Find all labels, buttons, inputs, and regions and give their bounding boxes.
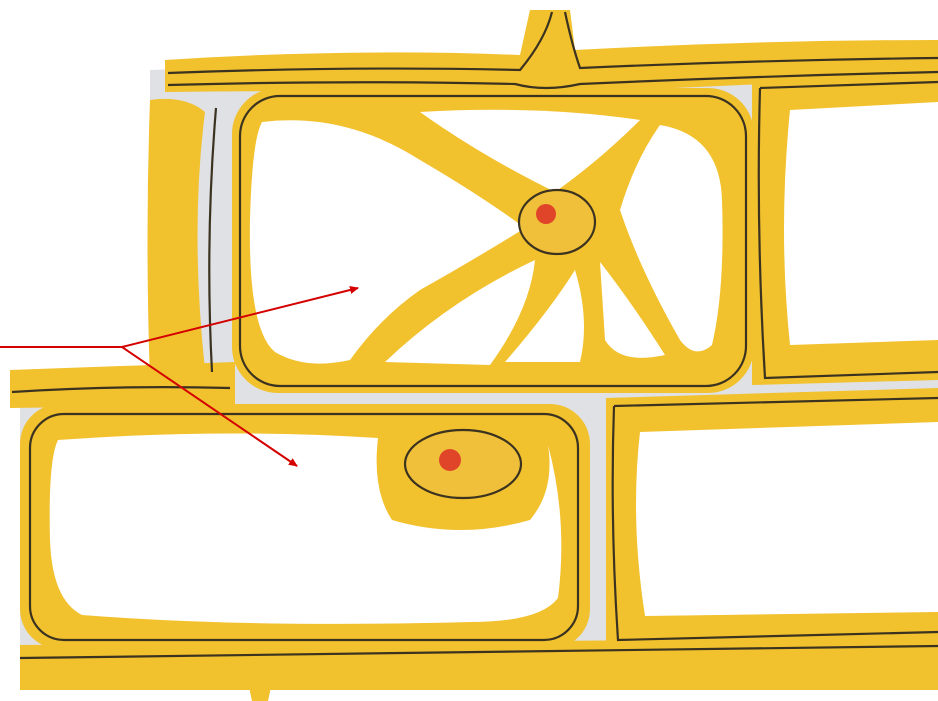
nucleus-upper [519, 190, 595, 254]
nucleus-lower [405, 430, 521, 498]
vacuole-right-lower [636, 422, 938, 616]
nucleolus-upper [536, 204, 556, 224]
vacuole-right-upper [784, 102, 938, 345]
nucleolus-lower [439, 449, 461, 471]
